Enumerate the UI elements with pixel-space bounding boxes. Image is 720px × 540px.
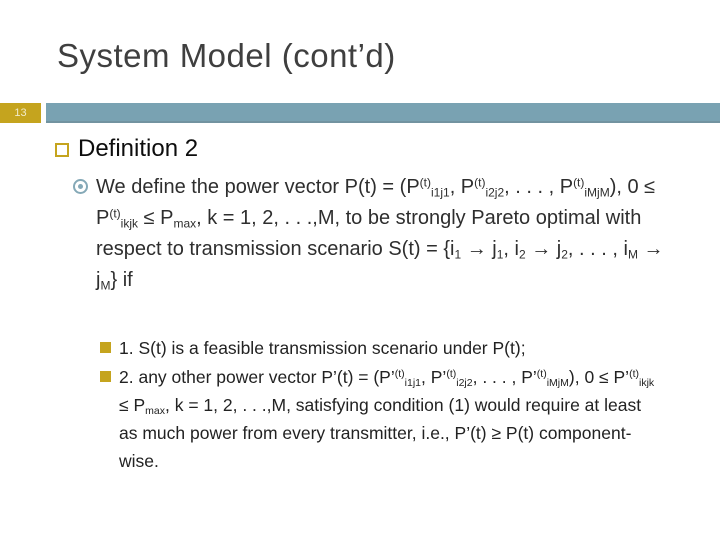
circle-dot-bullet-icon [73,179,88,194]
page-number-badge: 13 [0,103,41,123]
definition-body-row: We define the power vector P(t) = (P(t)i… [73,172,670,296]
list-item: 1. S(t) is a feasible transmission scena… [100,334,665,362]
solid-square-bullet-icon [100,371,111,382]
header-band: 13 [0,103,720,123]
definition-heading-row: Definition 2 [55,134,198,164]
condition-2-text: 2. any other power vector P’(t) = (P’(t)… [119,367,655,471]
hollow-square-bullet-icon [55,143,69,157]
condition-1-text: 1. S(t) is a feasible transmission scena… [119,338,526,358]
slide-title: System Model (cont’d) [57,37,396,74]
accent-bar [46,103,720,123]
definition-paragraph: We define the power vector P(t) = (P(t)i… [96,175,664,293]
definition-heading: Definition 2 [78,135,199,162]
solid-square-bullet-icon [100,342,111,353]
conditions-list: 1. S(t) is a feasible transmission scena… [100,334,665,476]
list-item: 2. any other power vector P’(t) = (P’(t)… [100,363,665,475]
